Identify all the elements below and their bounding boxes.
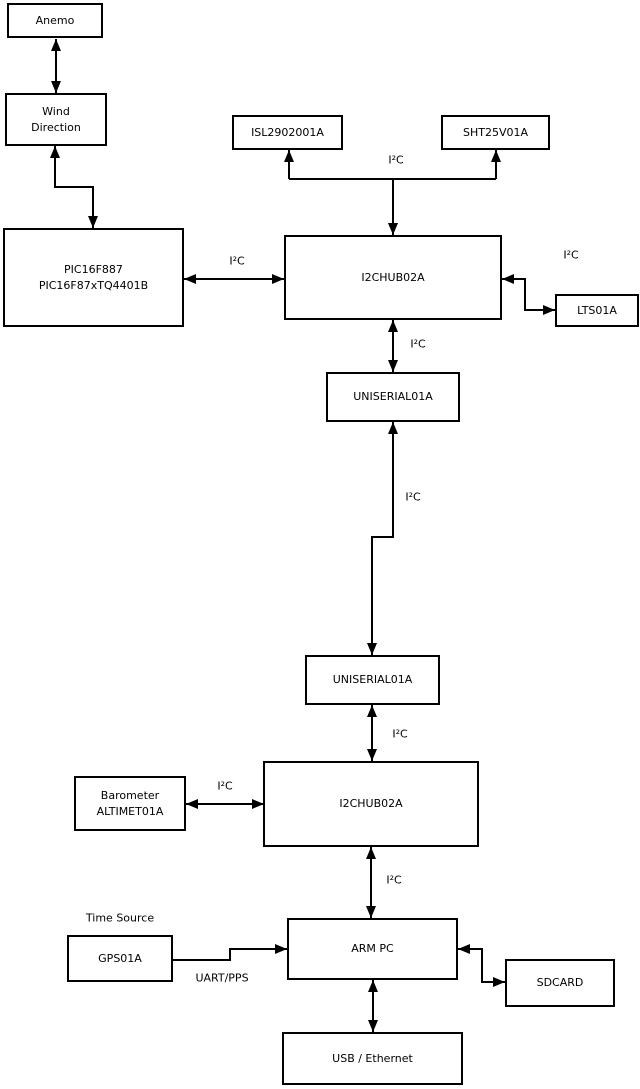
- node-lts01a-label: LTS01A: [577, 303, 617, 317]
- node-i2chub02a-lower-label: I2CHUB02A: [339, 797, 403, 811]
- edge-wind-pic: [50, 146, 98, 228]
- node-uniserial01a-lower: UNISERIAL01A: [305, 655, 440, 705]
- edge-label-i2c-barometer-hub2: I²C: [217, 779, 233, 793]
- edge-hub1-lts: [502, 274, 555, 315]
- node-lts01a: LTS01A: [555, 294, 639, 327]
- edge-label-i2c-top-branch: I²C: [388, 153, 404, 167]
- node-usb-ethernet-label: USB / Ethernet: [332, 1051, 413, 1065]
- node-i2chub02a-lower: I2CHUB02A: [263, 761, 479, 847]
- node-sdcard: SDCARD: [505, 959, 615, 1007]
- edge-uniserial1-uniserial2: [367, 422, 398, 655]
- node-pic16f887: PIC16F887 PIC16F87xTQ4401B: [3, 228, 184, 327]
- node-arm-pc: ARM PC: [287, 918, 458, 980]
- edge-label-i2c-long-link: I²C: [405, 490, 421, 504]
- node-gps01a-label: GPS01A: [98, 951, 142, 965]
- node-barometer-altimet01a: Barometer ALTIMET01A: [74, 776, 186, 831]
- edge-label-uart-pps: UART/PPS: [195, 971, 249, 985]
- node-wind-direction: Wind Direction: [5, 93, 107, 146]
- node-i2chub02a-upper: I2CHUB02A: [284, 235, 502, 320]
- node-i2chub02a-upper-label: I2CHUB02A: [361, 270, 425, 284]
- node-gps01a: GPS01A: [67, 935, 173, 982]
- edge-label-time-source: Time Source: [85, 911, 155, 925]
- edge-gps-armpc: [173, 944, 287, 961]
- node-isl2902001a: ISL2902001A: [232, 115, 343, 150]
- node-pic16f887-label: PIC16F887 PIC16F87xTQ4401B: [38, 262, 149, 292]
- node-anemo: Anemo: [7, 3, 103, 38]
- node-sht25v01a: SHT25V01A: [441, 115, 550, 150]
- edge-label-i2c-hub1-uniserial: I²C: [410, 337, 426, 351]
- edge-label-i2c-hub1-lts: I²C: [563, 248, 579, 262]
- node-wind-direction-label: Wind Direction: [31, 104, 81, 134]
- edge-armpc-sdcard: [458, 944, 505, 987]
- node-arm-pc-label: ARM PC: [351, 942, 394, 956]
- node-sht25v01a-label: SHT25V01A: [462, 125, 529, 139]
- edge-label-i2c-hub2-armpc: I²C: [386, 873, 402, 887]
- node-uniserial01a-lower-label: UNISERIAL01A: [332, 673, 413, 687]
- edge-label-i2c-pic-hub1: I²C: [229, 254, 245, 268]
- edge-label-i2c-uniserial-hub2: I²C: [392, 727, 408, 741]
- node-isl2902001a-label: ISL2902001A: [251, 125, 324, 139]
- node-uniserial01a-upper: UNISERIAL01A: [326, 372, 460, 422]
- node-usb-ethernet: USB / Ethernet: [282, 1032, 463, 1085]
- node-uniserial01a-upper-label: UNISERIAL01A: [353, 390, 433, 404]
- node-anemo-label: Anemo: [35, 13, 75, 27]
- node-sdcard-label: SDCARD: [536, 976, 584, 990]
- node-barometer-altimet01a-label: Barometer ALTIMET01A: [96, 788, 164, 818]
